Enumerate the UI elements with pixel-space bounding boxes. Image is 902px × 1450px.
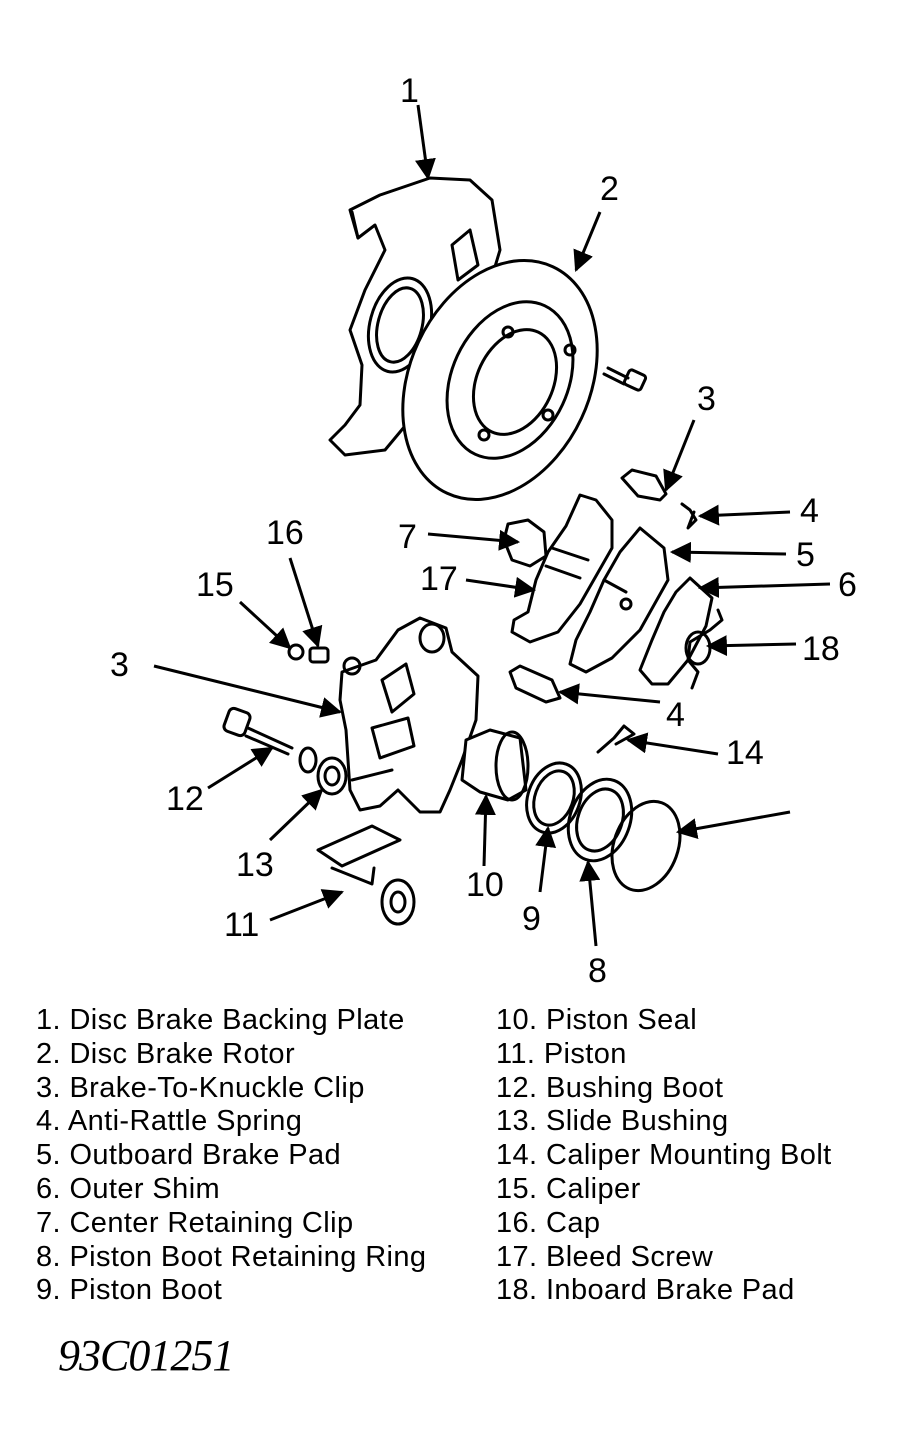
leader-17 xyxy=(288,557,323,649)
legend-item: 15. Caliper xyxy=(496,1172,641,1205)
callout-7-lower: 18 xyxy=(802,630,840,668)
legend-item: 8. Piston Boot Retaining Ring xyxy=(36,1240,427,1273)
legend-item: 14. Caliper Mounting Bolt xyxy=(496,1139,832,1172)
outboard-brake-pad-part xyxy=(568,526,670,674)
leader-4-upper xyxy=(697,504,791,526)
upper-anti-rattle-spring-part xyxy=(680,502,698,530)
leader-3-upper xyxy=(663,419,696,492)
upper-knuckle-clip-part xyxy=(620,468,668,502)
legend-item: 3. Brake-To-Knuckle Clip xyxy=(36,1071,365,1104)
leader-6 xyxy=(697,576,831,598)
leader-18 xyxy=(465,576,537,598)
leader-11 xyxy=(474,793,496,867)
bushing-boot-part xyxy=(298,746,348,796)
retaining-ring-part xyxy=(610,799,682,893)
callout-3-upper: 3 xyxy=(697,380,716,418)
leader-5 xyxy=(669,541,787,563)
callout-7-upper: 7 xyxy=(398,518,417,556)
callout-16: 15 xyxy=(196,566,234,604)
callout-18: 17 xyxy=(420,560,458,598)
leader-13 xyxy=(269,889,344,922)
bleed-screw-part xyxy=(287,643,330,664)
callout-14: 12 xyxy=(166,780,204,818)
leader-12 xyxy=(268,788,324,842)
leader-7-upper xyxy=(427,529,521,551)
leader-7-lower xyxy=(705,635,797,657)
inboard-brake-pad-part xyxy=(510,493,614,644)
caliper-mounting-bolt-part xyxy=(222,706,294,756)
callout-3-lower: 4 xyxy=(666,696,685,734)
callout-13: 11 xyxy=(224,906,259,944)
leader-16 xyxy=(238,600,292,650)
leader-10 xyxy=(535,825,557,893)
callout-10: 9 xyxy=(522,900,541,938)
upper-center-clip-part xyxy=(502,518,548,568)
callout-6: 6 xyxy=(838,566,857,604)
leader-1 xyxy=(415,104,436,181)
figure-code: 93C01251 xyxy=(58,1331,234,1380)
lower-knuckle-clip-part xyxy=(508,664,562,704)
legend-item: 10. Piston Seal xyxy=(496,1004,698,1036)
legend-item: 9. Piston Boot xyxy=(36,1274,223,1307)
leader-4-lower xyxy=(625,732,719,756)
callout-11: 10 xyxy=(466,866,504,904)
legend-item: 5. Outboard Brake Pad xyxy=(36,1139,342,1172)
callout-15: 3 xyxy=(110,646,129,684)
leader-9 xyxy=(579,859,601,947)
backing-plate-part xyxy=(328,176,502,457)
leader-14 xyxy=(207,746,274,790)
callout-4-upper: 4 xyxy=(800,492,819,530)
leader-2 xyxy=(573,211,602,272)
legend-item: 2. Disc Brake Rotor xyxy=(36,1037,296,1070)
callout-5: 5 xyxy=(796,536,815,574)
legend-item: 12. Bushing Boot xyxy=(496,1071,724,1104)
legend-item: 1. Disc Brake Backing Plate xyxy=(36,1004,405,1036)
callout-4-lower: 14 xyxy=(726,734,764,772)
callout-9: 8 xyxy=(588,952,607,990)
legend-item: 13. Slide Bushing xyxy=(496,1105,729,1138)
legend-item: 7. Center Retaining Clip xyxy=(36,1206,354,1239)
callout-1: 1 xyxy=(400,72,419,110)
wheel-stud-part xyxy=(602,366,648,392)
leader-8 xyxy=(675,810,791,840)
legend-right-column: 10. Piston Seal 11. Piston 12. Bushing B… xyxy=(496,1004,832,1308)
brake-rotor-part xyxy=(401,258,599,502)
legend-item: 16. Cap xyxy=(496,1206,601,1239)
piston-boot-part xyxy=(566,777,634,863)
callout-17: 16 xyxy=(266,514,304,552)
legend-item: 6. Outer Shim xyxy=(36,1172,221,1205)
legend-item: 18. Inboard Brake Pad xyxy=(496,1274,795,1307)
caliper-part xyxy=(338,616,480,814)
legend-item: 17. Bleed Screw xyxy=(496,1240,714,1273)
piston-part xyxy=(460,728,530,802)
slide-bushing-part xyxy=(316,824,416,926)
leader-15 xyxy=(153,664,343,718)
callout-2: 2 xyxy=(600,170,619,208)
legend-item: 11. Piston xyxy=(496,1037,627,1070)
legend-left-column: 1. Disc Brake Backing Plate 2. Disc Brak… xyxy=(36,1004,426,1308)
lower-center-clip-part xyxy=(686,608,724,690)
exploded-brake-diagram: 1 2 3 4 5 6 7 18 17 16 15 3 4 14 12 13 1… xyxy=(110,72,857,990)
legend-item: 4. Anti-Rattle Spring xyxy=(36,1105,303,1138)
callout-12: 13 xyxy=(236,846,274,884)
outer-shim-part xyxy=(638,576,714,686)
leader-3-lower xyxy=(557,683,661,705)
